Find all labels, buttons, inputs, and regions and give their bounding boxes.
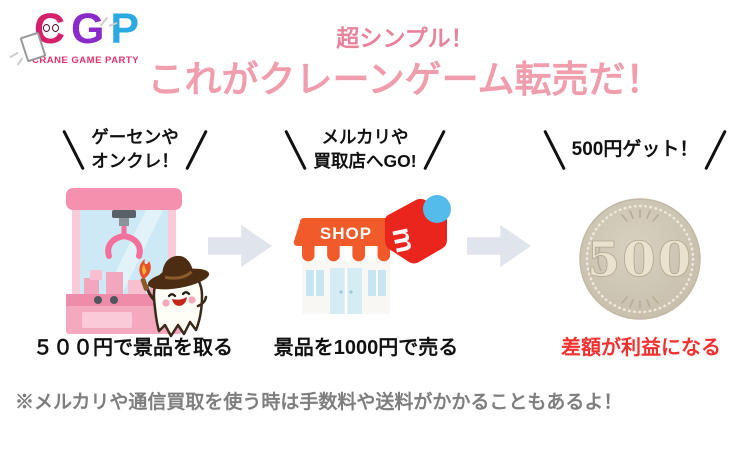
coin-value-text: 500	[587, 232, 693, 288]
shop-sign-text: SHOP	[320, 224, 372, 243]
cgp-logo-letters: C G P	[34, 5, 139, 53]
ghost-mascot-illustration	[139, 255, 210, 338]
step2-caption: 景品を1000円で売る	[273, 337, 459, 359]
coin-side-sprigs	[597, 246, 683, 272]
step1-label: ゲーセンや オンクレ！	[28, 122, 242, 178]
emphasis-slash-left	[542, 129, 566, 171]
cgp-logo: C G P CRANE GAME PARTY	[0, 4, 150, 70]
emphasis-slash-left	[284, 129, 308, 171]
emphasis-slash-right	[704, 129, 728, 171]
step1-label-line2: オンクレ！	[91, 151, 179, 171]
logo-face-eye-left	[43, 24, 50, 32]
500-yen-coin-illustration: 500	[579, 198, 701, 320]
logo-subtitle: CRANE GAME PARTY	[32, 55, 140, 66]
footnote-text: ※メルカリや通信買取を使う時は手数料や送料がかかることもあるよ！	[15, 392, 623, 413]
step1-caption: ５００円で景品を取る	[33, 337, 233, 359]
coin-bottom-leaf-ornament	[621, 296, 659, 309]
shop-illustration: SHOP	[293, 218, 399, 314]
logo-letter-g: G	[71, 5, 104, 53]
step2-label: メルカリや 買取店へGO!	[256, 122, 474, 178]
step2-label-line1: メルカリや	[321, 127, 409, 148]
step3-caption: 差額が利益になる	[561, 337, 721, 359]
logo-face-eye-right	[52, 24, 59, 32]
emphasis-slash-left	[62, 129, 86, 171]
shop-awning	[302, 246, 391, 262]
coin-top-leaf-ornament	[621, 209, 659, 222]
emphasis-slash-right	[422, 129, 446, 171]
step3-label-line1: 500円ゲット！	[571, 139, 699, 161]
step1-label-line1: ゲーセンや	[91, 127, 179, 148]
step2-label-line2: 買取店へGO!	[313, 151, 417, 171]
sparkle-icon	[9, 51, 19, 59]
kicker-text: 超シンプル！	[336, 25, 474, 51]
sparkle-icon	[16, 57, 24, 66]
step3-label: 500円ゲット！	[526, 122, 744, 178]
page-title: これがクレーンゲーム転売だ！	[147, 59, 663, 100]
arrow-right-icon	[467, 224, 531, 268]
logo-letter-p: P	[110, 5, 139, 53]
mercari-logo-icon: m	[385, 195, 451, 264]
emphasis-slash-right	[184, 129, 208, 171]
